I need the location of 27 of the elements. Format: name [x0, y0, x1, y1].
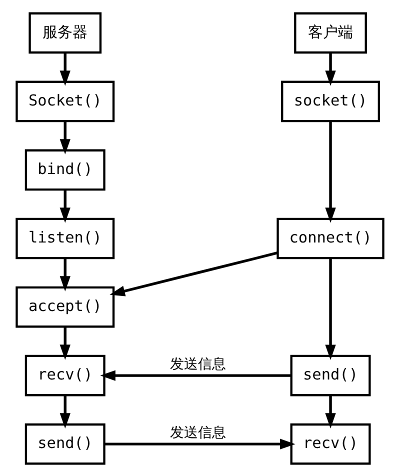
arrow [60, 120, 70, 154]
arrow [60, 52, 70, 86]
arrow [60, 326, 70, 360]
node-box: bind() [24, 148, 106, 190]
arrow [60, 394, 70, 428]
arrow [60, 189, 70, 222]
arrow [325, 52, 336, 86]
edge-label: 发送信息 [170, 356, 226, 372]
node-box: send() [290, 354, 371, 396]
node-box: socket() [281, 80, 380, 122]
arrow [100, 370, 292, 380]
arrow [325, 258, 336, 360]
arrow [60, 258, 70, 291]
node-box: recv() [290, 422, 371, 464]
node-box: listen() [16, 217, 115, 259]
node-box: 客户端 [294, 12, 367, 54]
node-box: accept() [16, 286, 115, 328]
edge-label: 发送信息 [170, 424, 226, 440]
node-box: connect() [276, 217, 384, 259]
node-box: 服务器 [28, 12, 102, 54]
arrow [104, 438, 296, 449]
arrow [325, 120, 336, 222]
arrow [325, 394, 336, 428]
node-box: recv() [24, 354, 106, 396]
node-box: Socket() [16, 80, 115, 122]
node-box: send() [24, 422, 106, 464]
arrow [110, 251, 278, 296]
